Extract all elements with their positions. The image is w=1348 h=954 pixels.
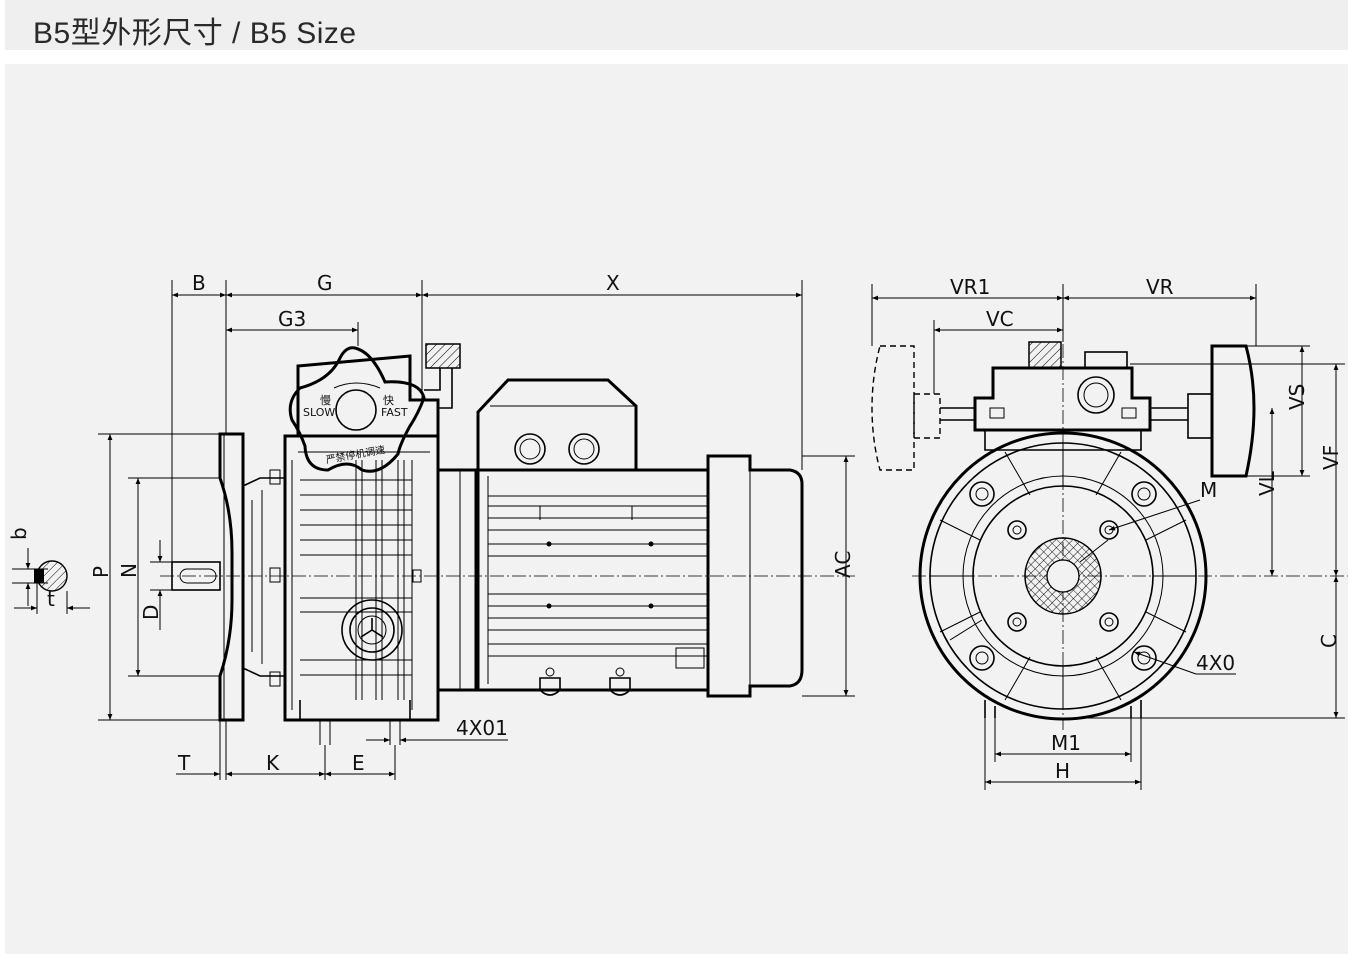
speed-adjust-knob bbox=[288, 346, 426, 473]
knob-fast-cn-label: 快 bbox=[383, 394, 394, 407]
knob-slow-en-label: SLOW bbox=[303, 406, 335, 419]
housing-ribs bbox=[291, 460, 413, 710]
front-ribs bbox=[930, 443, 1196, 709]
dim-g3-label: G3 bbox=[278, 307, 306, 331]
dim-g-label: G bbox=[317, 271, 333, 295]
terminal-box bbox=[476, 378, 638, 472]
dim-4x01-label: 4X01 bbox=[456, 716, 508, 740]
variator-housing bbox=[283, 434, 440, 722]
dim-vf-label: VF bbox=[1319, 445, 1343, 470]
dim-c-label: C bbox=[1317, 634, 1341, 648]
knob-slow-cn-label: 慢 bbox=[320, 394, 331, 407]
dim-n-label: N bbox=[117, 563, 141, 578]
front-lock-handle-icon bbox=[1028, 341, 1062, 369]
dim-k-label: K bbox=[266, 751, 280, 775]
front-control-housing bbox=[973, 366, 1152, 432]
lock-handle-icon bbox=[425, 343, 461, 369]
dim-b-label: B bbox=[192, 271, 206, 295]
knob-warning-label: 严禁停机调速 bbox=[325, 443, 386, 466]
dim-vr-label: VR bbox=[1146, 275, 1174, 299]
dim-key-b-label: b bbox=[7, 527, 31, 540]
motor-body bbox=[476, 468, 710, 692]
key-section: b t bbox=[7, 527, 90, 614]
title-bar: B5型外形尺寸 / B5 Size bbox=[5, 0, 1348, 50]
fan-cover bbox=[706, 454, 804, 698]
dim-vr1-label: VR1 bbox=[950, 275, 990, 299]
dim-m1-label: M1 bbox=[1051, 731, 1081, 755]
dim-vc-label: VC bbox=[986, 307, 1014, 331]
front-flange-circle bbox=[918, 431, 1208, 721]
dim-p-label: P bbox=[89, 566, 113, 578]
knob-fast-en-label: FAST bbox=[381, 406, 408, 419]
motor-fins bbox=[487, 476, 708, 684]
dim-e-label: E bbox=[352, 751, 365, 775]
flange bbox=[218, 432, 245, 722]
dim-vl-label: VL bbox=[1255, 470, 1279, 496]
dim-m-label: M bbox=[1200, 478, 1217, 502]
front-view: VR1 VR VC VS VL VF C M 4X0 M1 bbox=[871, 275, 1348, 790]
dim-t-label: T bbox=[177, 751, 191, 775]
output-shaft bbox=[171, 561, 221, 591]
dim-h-label: H bbox=[1055, 759, 1070, 783]
dim-key-t-label: t bbox=[47, 587, 55, 611]
dim-d-label: D bbox=[139, 605, 163, 620]
handwheel-left-ghost bbox=[871, 345, 915, 471]
knob-hub bbox=[335, 389, 377, 431]
inner-threaded-holes bbox=[1007, 520, 1119, 632]
shaft-keyway bbox=[179, 568, 217, 584]
handwheel-right bbox=[1210, 344, 1256, 478]
dim-x-label: X bbox=[606, 271, 620, 295]
page-title: B5型外形尺寸 / B5 Size bbox=[33, 17, 357, 50]
side-view: 慢 SLOW 快 FAST 严禁停机调速 bbox=[7, 271, 855, 780]
outer-bolt-holes bbox=[969, 481, 1157, 671]
dim-vs-label: VS bbox=[1285, 384, 1309, 410]
dim-ac-label: AC bbox=[831, 551, 855, 578]
oil-sight-glass bbox=[341, 599, 403, 661]
dim-4x0-label: 4X0 bbox=[1196, 651, 1235, 675]
